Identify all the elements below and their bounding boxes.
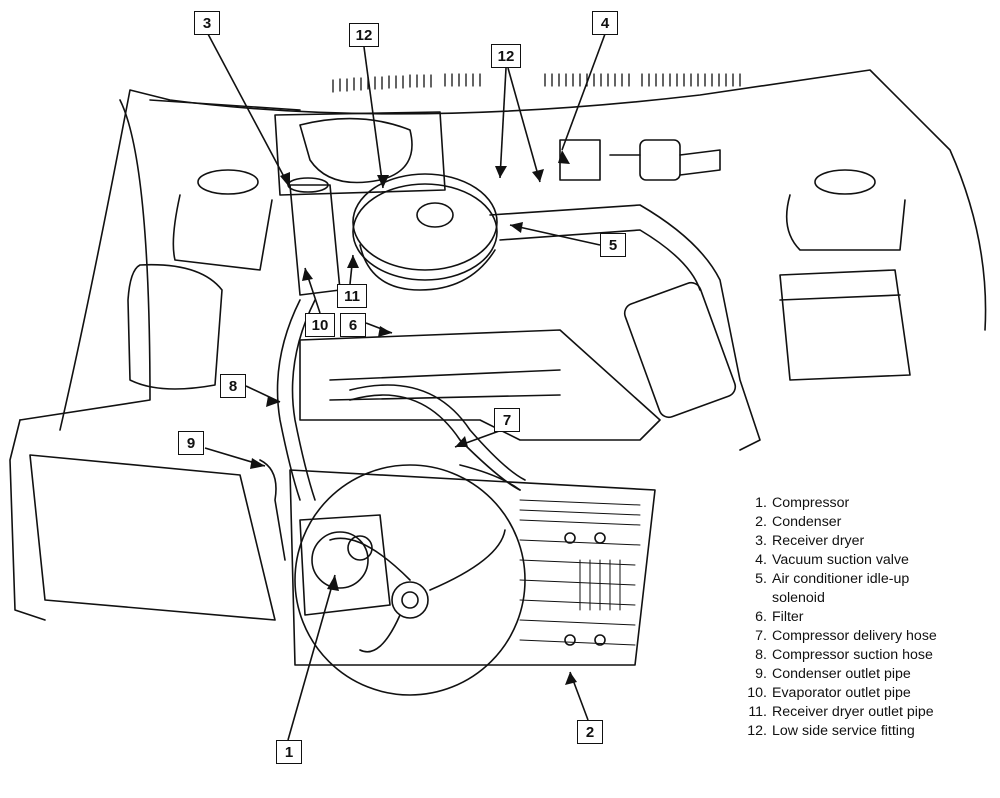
legend-text: Evaporator outlet pipe bbox=[772, 685, 911, 701]
legend-item: 1. Compressor bbox=[738, 494, 962, 513]
legend-item: 4. Vacuum suction valve bbox=[738, 551, 962, 570]
legend-item: 9. Condenser outlet pipe bbox=[738, 665, 962, 684]
legend-text: Condenser outlet pipe bbox=[772, 666, 911, 682]
resonator bbox=[623, 281, 737, 419]
legend-item: 3. Receiver dryer bbox=[738, 532, 962, 551]
legend-num: 9. bbox=[755, 666, 767, 682]
legend-text: Compressor bbox=[772, 495, 850, 511]
legend-item: 11. Receiver dryer outlet pipe bbox=[738, 703, 962, 722]
legend-text: Compressor delivery hose bbox=[772, 628, 937, 644]
legend-num: 3. bbox=[755, 533, 767, 549]
legend-item: 12. Low side service fitting bbox=[738, 722, 962, 741]
legend-num: 1. bbox=[755, 495, 767, 511]
leader-5 bbox=[509, 224, 601, 246]
legend: 1. Compressor 2. Condenser 3. Receiver drye… bbox=[738, 494, 962, 741]
leader-12a bbox=[363, 46, 384, 189]
legend-text: Low side service fitting bbox=[772, 723, 915, 739]
hood-vents bbox=[332, 73, 741, 93]
intake-duct bbox=[489, 204, 761, 451]
legend-item: 8. Compressor suction hose bbox=[738, 646, 962, 665]
firewall-panel bbox=[274, 111, 446, 196]
callout-2: 2 bbox=[577, 720, 603, 744]
leader-lines bbox=[204, 33, 606, 741]
reservoir bbox=[127, 263, 223, 390]
fender-left bbox=[19, 99, 151, 421]
legend-num: 2. bbox=[755, 514, 767, 530]
leader-12b-right bbox=[507, 67, 541, 183]
legend-item: 2. Condenser bbox=[738, 513, 962, 532]
condenser-outlet-pipe bbox=[259, 459, 286, 561]
callout-12-right: 12 bbox=[491, 44, 521, 68]
callout-5: 5 bbox=[600, 233, 626, 257]
condenser-frame bbox=[289, 469, 656, 666]
legend-num: 7. bbox=[755, 628, 767, 644]
engine-block bbox=[299, 329, 661, 441]
callout-4: 4 bbox=[592, 11, 618, 35]
vacuum-valve-body bbox=[639, 139, 681, 181]
legend-item: 6. Filter bbox=[738, 608, 962, 627]
legend-text: Condenser bbox=[772, 514, 842, 530]
callout-7: 7 bbox=[494, 408, 520, 432]
legend-text: Air conditioner idle-up solenoid bbox=[772, 571, 910, 606]
suction-hose bbox=[276, 299, 301, 501]
legend-text: Vacuum suction valve bbox=[772, 552, 909, 568]
legend-num: 12. bbox=[747, 723, 767, 739]
legend-num: 8. bbox=[755, 647, 767, 663]
leader-1 bbox=[287, 574, 336, 741]
compressor bbox=[299, 514, 391, 616]
strut-tower-left bbox=[197, 169, 259, 195]
legend-num: 10. bbox=[747, 685, 767, 701]
callout-9: 9 bbox=[178, 431, 204, 455]
legend-item: 7. Compressor delivery hose bbox=[738, 627, 962, 646]
leader-12b-left bbox=[499, 67, 507, 179]
legend-text: Receiver dryer bbox=[772, 533, 865, 549]
legend-num: 5. bbox=[755, 571, 767, 587]
receiver-dryer bbox=[289, 184, 341, 296]
callout-10: 10 bbox=[305, 313, 335, 337]
legend-item: 10. Evaporator outlet pipe bbox=[738, 684, 962, 703]
legend-num: 11. bbox=[748, 704, 767, 720]
callout-6: 6 bbox=[340, 313, 366, 337]
battery bbox=[779, 269, 911, 381]
legend-text: Filter bbox=[772, 609, 804, 625]
air-cleaner bbox=[352, 173, 498, 271]
strut-tower-right bbox=[814, 169, 876, 195]
callout-1: 1 bbox=[276, 740, 302, 764]
legend-num: 6. bbox=[755, 609, 767, 625]
condenser-fan-shroud bbox=[294, 464, 526, 696]
callout-12-left: 12 bbox=[349, 23, 379, 47]
arrowheads bbox=[250, 150, 577, 685]
callout-3: 3 bbox=[194, 11, 220, 35]
legend-num: 4. bbox=[755, 552, 767, 568]
legend-text: Compressor suction hose bbox=[772, 647, 933, 663]
legend-text: Receiver dryer outlet pipe bbox=[772, 704, 934, 720]
headlight bbox=[29, 454, 276, 621]
callout-11: 11 bbox=[337, 284, 367, 308]
callout-8: 8 bbox=[220, 374, 246, 398]
legend-item: 5. Air conditioner idle-up solenoid bbox=[738, 570, 962, 608]
leader-3 bbox=[207, 33, 291, 189]
leader-4 bbox=[561, 33, 606, 151]
